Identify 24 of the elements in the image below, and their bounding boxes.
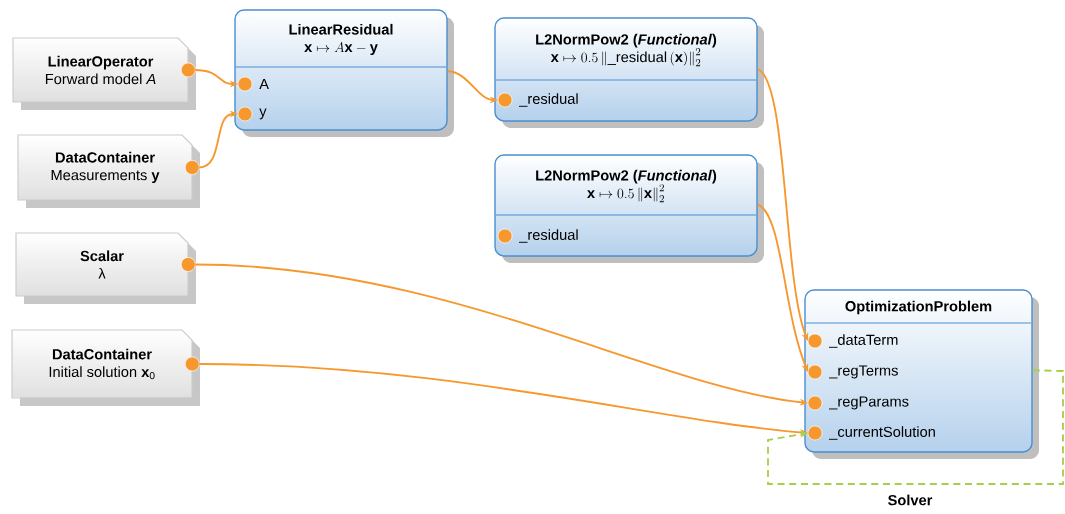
node-label: A — [259, 78, 269, 90]
port: _regTerms — [807, 364, 898, 380]
port: _residual — [497, 228, 578, 244]
node-label: _regParams — [829, 396, 909, 410]
port: y — [237, 106, 267, 122]
data-box: Scalar λ — [15, 232, 196, 304]
node-label: y — [259, 108, 267, 120]
port: _residual — [497, 92, 578, 108]
data-box: LinearOperator Forward model A — [12, 37, 196, 110]
node-label: _residual — [519, 229, 578, 243]
node-label: _regTerms — [829, 365, 898, 379]
port: _dataTerm — [807, 333, 898, 349]
node-label: _currentSolution — [829, 426, 935, 440]
data-box: DataContainer Measurements y — [17, 134, 200, 208]
node-label: _dataTerm — [829, 334, 898, 348]
node-label: _residual — [519, 93, 578, 107]
port: _regParams — [807, 395, 909, 411]
port: _currentSolution — [807, 425, 935, 441]
port: A — [237, 76, 269, 92]
arrow — [756, 203, 809, 372]
arrow — [756, 68, 809, 341]
edge-label: Solver — [888, 494, 933, 506]
data-box: DataContainer Initial solution x$_{0}$ — [11, 329, 200, 406]
arrow — [767, 369, 1064, 485]
